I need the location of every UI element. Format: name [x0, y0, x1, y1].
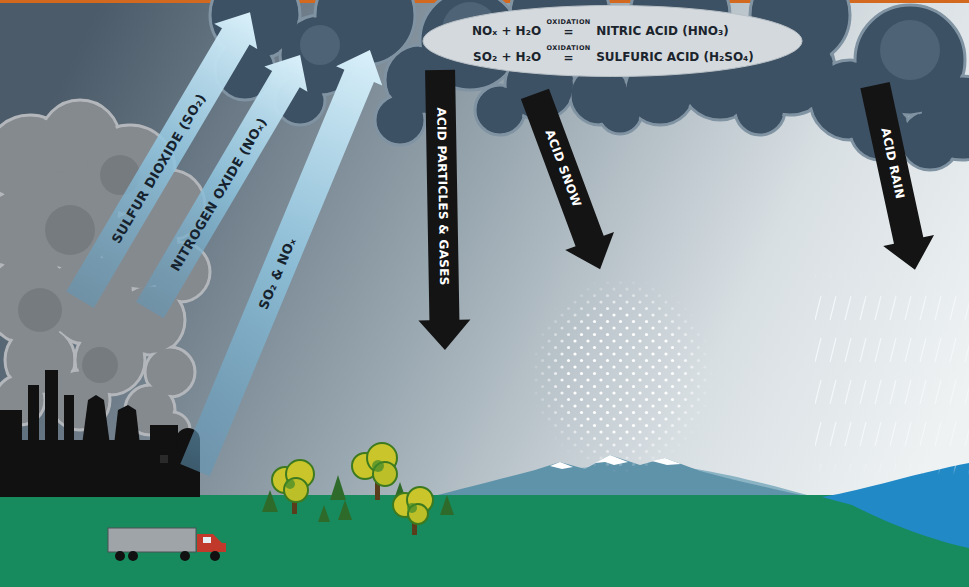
equation-row: SO₂ + H₂O OXIDATION= SULFURIC ACID (H₂SO₄): [471, 44, 754, 65]
equation-reactants: NOₓ + H₂O: [471, 24, 541, 39]
reaction-note: OXIDATION: [547, 18, 591, 26]
equation-product: NITRIC ACID (HNO₃): [596, 24, 729, 39]
equals-sign: =: [564, 52, 574, 65]
equation-reactants: SO₂ + H₂O: [471, 50, 541, 65]
oxidation-cloud: NOₓ + H₂OOXIDATION=NITRIC ACID (HNO₃)SO₂…: [421, 4, 804, 78]
equals-sign: =: [564, 26, 574, 39]
equation-row: NOₓ + H₂O OXIDATION= NITRIC ACID (HNO₃): [471, 18, 729, 39]
oxidation-marker: OXIDATION=: [546, 18, 591, 39]
cloud-ellipse: [421, 4, 804, 78]
oxidation-marker: OXIDATION=: [546, 44, 591, 65]
equation-product: SULFURIC ACID (H₂SO₄): [596, 50, 754, 65]
reaction-note: OXIDATION: [547, 44, 591, 52]
equation-block: NOₓ + H₂OOXIDATION=NITRIC ACID (HNO₃)SO₂…: [471, 18, 754, 65]
